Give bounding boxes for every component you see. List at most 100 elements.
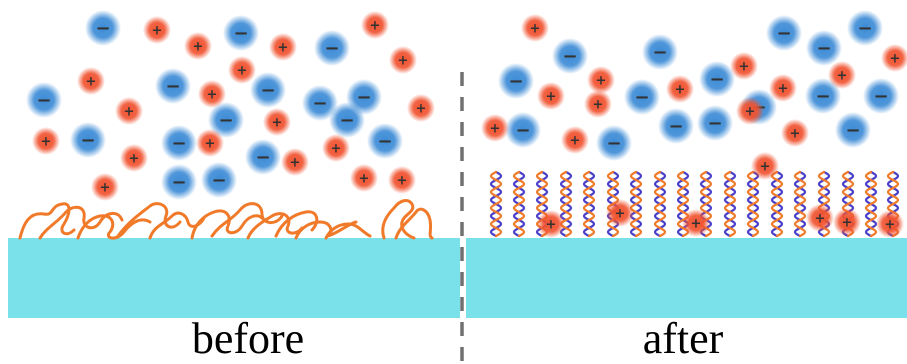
positive-ion: + (91, 173, 119, 201)
negative-sign: − (815, 86, 830, 107)
positive-sign: + (675, 83, 686, 98)
negative-sign: − (562, 46, 577, 67)
positive-ion: + (198, 80, 226, 108)
positive-sign: + (842, 216, 853, 231)
negative-sign: − (873, 86, 888, 107)
label-after: after (642, 314, 724, 363)
negative-sign: − (324, 38, 339, 59)
positive-sign: + (205, 137, 216, 152)
negative-sign: − (255, 147, 270, 168)
negative-sign: − (339, 110, 354, 131)
positive-ion: + (730, 52, 758, 80)
negative-sign: − (312, 93, 327, 114)
dna-helix (864, 170, 878, 238)
substrate-left (8, 238, 460, 318)
positive-sign: + (890, 52, 901, 67)
positive-ion: + (561, 126, 589, 154)
positive-ion: + (361, 11, 389, 39)
positive-ion: + (781, 119, 809, 147)
positive-ion: + (881, 44, 907, 72)
negative-sign: − (377, 131, 392, 152)
positive-ion: + (228, 56, 256, 84)
negative-ion: − (847, 10, 883, 46)
negative-ion: − (697, 105, 733, 141)
negative-sign: − (218, 110, 233, 131)
positive-ion: + (537, 82, 565, 110)
positive-sign: + (490, 122, 501, 137)
negative-ion: − (835, 112, 871, 148)
positive-ion: + (584, 90, 612, 118)
negative-ion: − (658, 108, 694, 144)
negative-ion: − (642, 34, 678, 70)
negative-sign: − (356, 87, 371, 108)
negative-sign: − (211, 170, 226, 191)
positive-ion: + (322, 134, 350, 162)
positive-sign: + (359, 172, 370, 187)
negative-ion: − (596, 125, 632, 161)
positive-ion: + (606, 199, 634, 227)
dna-helix (793, 170, 807, 238)
negative-ion: − (85, 10, 121, 46)
positive-sign: + (129, 152, 140, 167)
positive-ion: + (388, 166, 416, 194)
negative-ion: − (505, 112, 541, 148)
negative-sign: − (260, 80, 275, 101)
negative-sign: − (857, 18, 872, 39)
negative-sign: − (515, 120, 530, 141)
positive-ion: + (833, 208, 861, 236)
positive-sign: + (272, 116, 283, 131)
positive-sign: + (837, 69, 848, 84)
positive-sign: + (593, 98, 604, 113)
negative-ion: − (223, 15, 259, 51)
positive-sign: + (237, 64, 248, 79)
positive-ion: + (751, 152, 779, 180)
dna-helix (512, 170, 526, 238)
positive-sign: + (570, 134, 581, 149)
negative-ion: − (208, 102, 244, 138)
positive-ion: + (481, 114, 509, 142)
negative-ion: − (806, 30, 842, 66)
negative-sign: − (36, 90, 51, 111)
negative-sign: − (707, 113, 722, 134)
negative-ion: − (161, 125, 197, 161)
negative-sign: − (776, 23, 791, 44)
positive-sign: + (691, 217, 702, 232)
negative-ion: − (552, 38, 588, 74)
positive-ion: + (682, 209, 710, 237)
negative-ion: − (70, 122, 106, 158)
label-before: before (191, 314, 305, 363)
ion-cloud: −−−−−−−−−−−−−−−−−−−−−−−−−−−−−−−−++++++++… (26, 10, 907, 238)
negative-sign: − (845, 120, 860, 141)
substrate-right (466, 238, 907, 318)
positive-sign: + (86, 75, 97, 90)
negative-sign: − (606, 133, 621, 154)
positive-ion: + (666, 75, 694, 103)
positive-sign: + (124, 105, 135, 120)
positive-sign: + (397, 174, 408, 189)
positive-sign: + (278, 41, 289, 56)
negative-sign: − (634, 87, 649, 108)
dna-helix (489, 170, 503, 238)
positive-sign: + (370, 19, 381, 34)
negative-sign: − (652, 42, 667, 63)
negative-ion: − (699, 61, 735, 97)
positive-sign: + (100, 181, 111, 196)
positive-ion: + (196, 129, 224, 157)
positive-ion: + (876, 210, 904, 238)
positive-ion: + (537, 210, 565, 238)
positive-sign: + (331, 142, 342, 157)
positive-ion: + (115, 97, 143, 125)
negative-ion: − (329, 102, 365, 138)
positive-sign: + (152, 24, 163, 39)
positive-sign: + (778, 82, 789, 97)
dna-helix (770, 170, 784, 238)
positive-ion: + (769, 74, 797, 102)
negative-ion: − (314, 30, 350, 66)
positive-ion: + (77, 67, 105, 95)
positive-ion: + (143, 16, 171, 44)
negative-ion: − (201, 162, 237, 198)
negative-sign: − (816, 38, 831, 59)
positive-ion: + (736, 97, 764, 125)
